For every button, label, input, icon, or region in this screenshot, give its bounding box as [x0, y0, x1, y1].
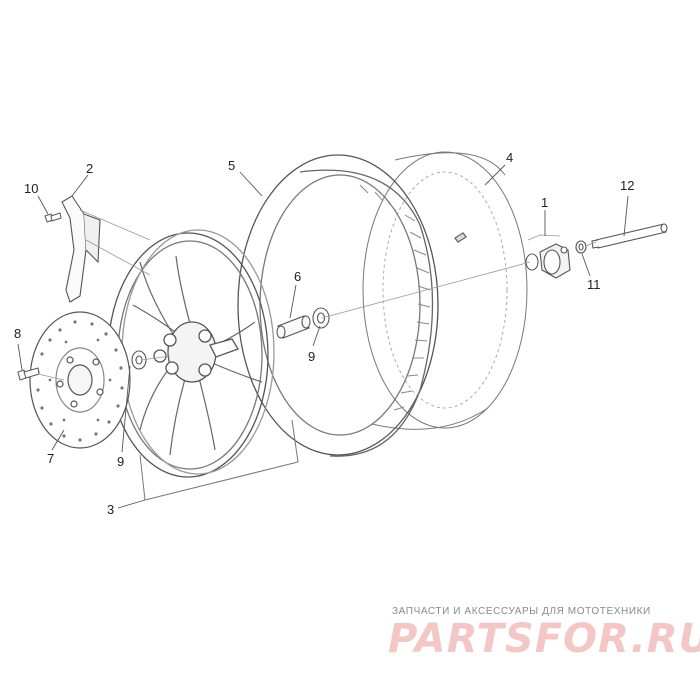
callout-5: 5: [228, 158, 235, 173]
part-5-tyre: [237, 154, 467, 457]
part-3-wheel-rim: [107, 229, 299, 501]
part-9-bearing-left: [131, 350, 147, 370]
part-9-bearing-right: [312, 307, 330, 329]
callout-6: 6: [294, 269, 301, 284]
part-4-rim-band: [362, 151, 528, 430]
part-10-screw: [44, 212, 62, 223]
callout-12: 12: [620, 178, 634, 193]
leader-lines: [17, 164, 629, 509]
part-11-washer: [575, 240, 587, 254]
part-6-spacer: [276, 315, 311, 339]
callout-8: 8: [14, 326, 21, 341]
callout-1: 1: [541, 195, 548, 210]
part-2-disc-guard: [61, 195, 101, 303]
part-7-brake-disc: [29, 311, 131, 449]
valve-stem: [454, 232, 467, 243]
callout-9-left: 9: [117, 454, 124, 469]
part-12-axle: [591, 223, 668, 249]
callout-2: 2: [86, 161, 93, 176]
watermark-logo: PARTSFOR.RU: [388, 616, 700, 662]
part-1-speedo-drive: [525, 243, 571, 279]
tyre-tread: [359, 184, 431, 411]
brake-disc-bolts: [56, 356, 104, 408]
construction-lines: [37, 209, 597, 381]
watermark-caption: ЗАПЧАСТИ И АКСЕССУАРЫ ДЛЯ МОТОТЕХНИКИ: [392, 606, 651, 617]
callout-11: 11: [587, 277, 601, 292]
callout-3: 3: [107, 502, 114, 517]
callout-labels: 1 2 3 4 5 6 7 8 9 9 10 11 12: [14, 150, 634, 517]
callout-7: 7: [47, 451, 54, 466]
callout-10: 10: [24, 181, 38, 196]
brake-disc-holes: [36, 320, 124, 442]
callout-4: 4: [506, 150, 513, 165]
wheel-hub: [153, 321, 239, 383]
callout-9-right: 9: [308, 349, 315, 364]
